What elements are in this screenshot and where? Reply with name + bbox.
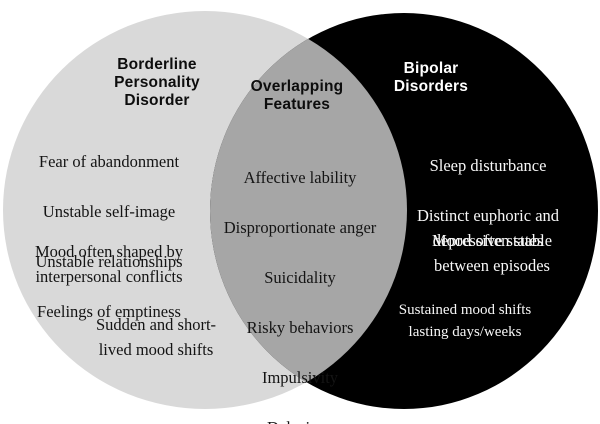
overlap-region (210, 13, 407, 409)
